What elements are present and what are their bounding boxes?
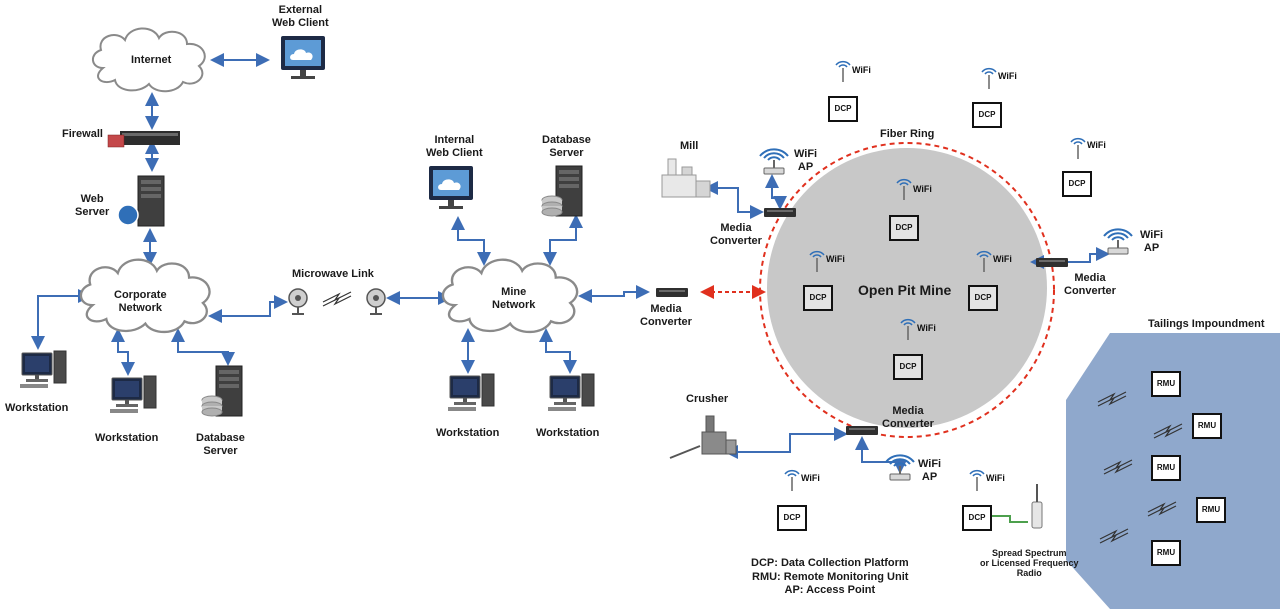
label-workstation-3: Workstation bbox=[436, 427, 500, 439]
mill-building bbox=[661, 158, 711, 198]
label-workstation-4: Workstation bbox=[536, 427, 600, 439]
wifi-label-5: WiFi bbox=[826, 254, 845, 264]
dcp-box-8: DCP bbox=[777, 505, 807, 531]
label-workstation-2: Workstation bbox=[95, 432, 159, 444]
crusher-plant bbox=[669, 415, 737, 459]
label-media-converter-crusher: Media Converter bbox=[882, 405, 934, 430]
dcp-box-2: DCP bbox=[972, 102, 1002, 128]
workstation-4 bbox=[547, 373, 595, 412]
globe-icon bbox=[117, 204, 139, 226]
wifi-label-2: WiFi bbox=[998, 71, 1017, 81]
web-server-tower bbox=[137, 175, 165, 227]
antenna-dcp-8 bbox=[784, 469, 800, 492]
rmu-box-5: RMU bbox=[1151, 540, 1181, 566]
wifi-label-6: WiFi bbox=[993, 254, 1012, 264]
label-media-converter-east: Media Converter bbox=[1064, 272, 1116, 297]
microwave-dish-left bbox=[288, 288, 308, 315]
label-database-server-mine: Database Server bbox=[542, 134, 591, 159]
rmu-box-4: RMU bbox=[1196, 497, 1226, 523]
internal-web-client-monitor bbox=[429, 166, 473, 209]
firewall-device bbox=[107, 131, 180, 148]
label-corporate-network: Corporate Network bbox=[114, 289, 167, 314]
wifi-label-9: WiFi bbox=[986, 473, 1005, 483]
dcp-box-4: DCP bbox=[889, 215, 919, 241]
wifi-label-4: WiFi bbox=[913, 184, 932, 194]
label-database-server-corp: Database Server bbox=[196, 432, 245, 457]
label-wifi-ap-mill: WiFi AP bbox=[794, 148, 818, 173]
media-converter-east bbox=[1036, 258, 1068, 267]
wifi-label-8: WiFi bbox=[801, 473, 820, 483]
microwave-bolt bbox=[322, 291, 352, 307]
label-tailings-impoundment: Tailings Impoundment bbox=[1148, 318, 1265, 330]
wifi-label-1: WiFi bbox=[852, 65, 871, 75]
dcp-box-7: DCP bbox=[893, 354, 923, 380]
dcp-box-9: DCP bbox=[962, 505, 992, 531]
label-microwave-link: Microwave Link bbox=[292, 268, 374, 280]
antenna-dcp-2 bbox=[981, 67, 997, 90]
wifi-ap-mill bbox=[759, 148, 789, 175]
label-wifi-ap-east: WiFi AP bbox=[1140, 229, 1164, 254]
label-spread-spectrum: Spread Spectrum or Licensed Frequency Ra… bbox=[980, 548, 1079, 578]
workstation-1 bbox=[19, 350, 67, 389]
label-wifi-ap-crusher: WiFi AP bbox=[918, 458, 942, 483]
label-fiber-ring: Fiber Ring bbox=[880, 128, 935, 140]
label-open-pit-mine: Open Pit Mine bbox=[858, 282, 952, 298]
media-converter-crusher bbox=[846, 426, 878, 435]
label-mine-network: Mine Network bbox=[492, 286, 536, 311]
label-firewall: Firewall bbox=[62, 128, 103, 140]
wifi-ap-crusher bbox=[885, 454, 915, 481]
workstation-3 bbox=[447, 373, 495, 412]
antenna-dcp-3 bbox=[1070, 137, 1086, 160]
wifi-label-7: WiFi bbox=[917, 323, 936, 333]
database-disks-mine bbox=[541, 195, 563, 217]
media-converter-mine bbox=[656, 288, 688, 297]
radio-unit bbox=[1031, 484, 1043, 529]
label-internet: Internet bbox=[131, 54, 172, 66]
antenna-dcp-1 bbox=[835, 60, 851, 83]
antenna-dcp-9 bbox=[969, 469, 985, 492]
external-web-client-monitor bbox=[281, 36, 325, 79]
dcp-box-1: DCP bbox=[828, 96, 858, 122]
label-media-converter-mill: Media Converter bbox=[710, 222, 762, 247]
dcp-box-5: DCP bbox=[803, 285, 833, 311]
database-disks-corp bbox=[201, 395, 223, 417]
microwave-dish-right bbox=[366, 288, 386, 315]
label-mill: Mill bbox=[680, 140, 699, 152]
legend-dcp: DCP: Data Collection Platform bbox=[751, 557, 909, 569]
legend-ap: AP: Access Point bbox=[784, 584, 876, 596]
rmu-box-3: RMU bbox=[1151, 455, 1181, 481]
radio-link bbox=[992, 515, 1028, 523]
label-external-web-client: External Web Client bbox=[272, 4, 329, 29]
rmu-box-2: RMU bbox=[1192, 413, 1222, 439]
rmu-box-1: RMU bbox=[1151, 371, 1181, 397]
legend-rmu: RMU: Remote Monitoring Unit bbox=[752, 571, 909, 583]
media-converter-mill bbox=[764, 208, 796, 217]
label-internal-web-client: Internal Web Client bbox=[426, 134, 483, 159]
label-crusher: Crusher bbox=[686, 393, 729, 405]
label-media-converter-mine: Media Converter bbox=[640, 303, 692, 328]
dcp-box-3: DCP bbox=[1062, 171, 1092, 197]
label-web-server: Web Server bbox=[75, 193, 110, 218]
wifi-ap-east bbox=[1103, 228, 1133, 255]
wifi-label-3: WiFi bbox=[1087, 140, 1106, 150]
workstation-2 bbox=[109, 375, 157, 414]
open-pit-circle bbox=[767, 148, 1047, 428]
label-workstation-1: Workstation bbox=[5, 402, 69, 414]
dcp-box-6: DCP bbox=[968, 285, 998, 311]
